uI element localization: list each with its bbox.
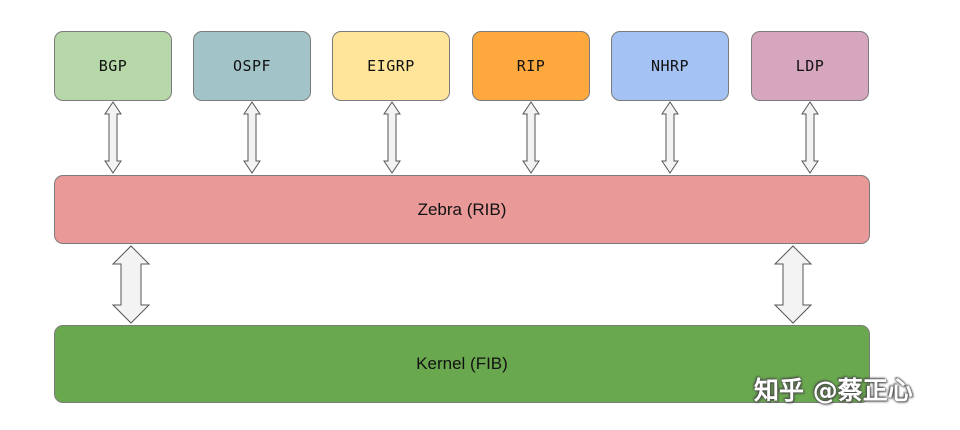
eigrp-zebra-double-arrow [383, 101, 401, 174]
ldp-box: LDP [751, 31, 869, 101]
zebra-kernel-left-double-arrow [111, 245, 151, 324]
kernel-fib-box: Kernel (FIB) [54, 325, 870, 403]
ospf-zebra-double-arrow [243, 101, 261, 174]
nhrp-label: NHRP [650, 57, 690, 75]
zebra-rib-box: Zebra (RIB) [54, 175, 870, 244]
rip-box: RIP [472, 31, 590, 101]
bgp-zebra-double-arrow [104, 101, 122, 174]
bgp-box: BGP [54, 31, 172, 101]
nhrp-zebra-double-arrow [661, 101, 679, 174]
eigrp-label: EIGRP [367, 57, 415, 75]
ospf-label: OSPF [232, 57, 272, 75]
eigrp-box: EIGRP [332, 31, 450, 101]
ldp-zebra-double-arrow [801, 101, 819, 174]
zebra-rib-label: Zebra (RIB) [417, 199, 507, 219]
watermark-text: 知乎 @蔡正心 [754, 376, 913, 405]
ldp-label: LDP [795, 57, 825, 75]
rip-label: RIP [516, 57, 546, 75]
kernel-fib-label: Kernel (FIB) [416, 354, 508, 373]
bgp-label: BGP [98, 57, 128, 75]
nhrp-box: NHRP [611, 31, 729, 101]
zebra-kernel-right-double-arrow [773, 245, 813, 324]
rip-zebra-double-arrow [522, 101, 540, 174]
ospf-box: OSPF [193, 31, 311, 101]
